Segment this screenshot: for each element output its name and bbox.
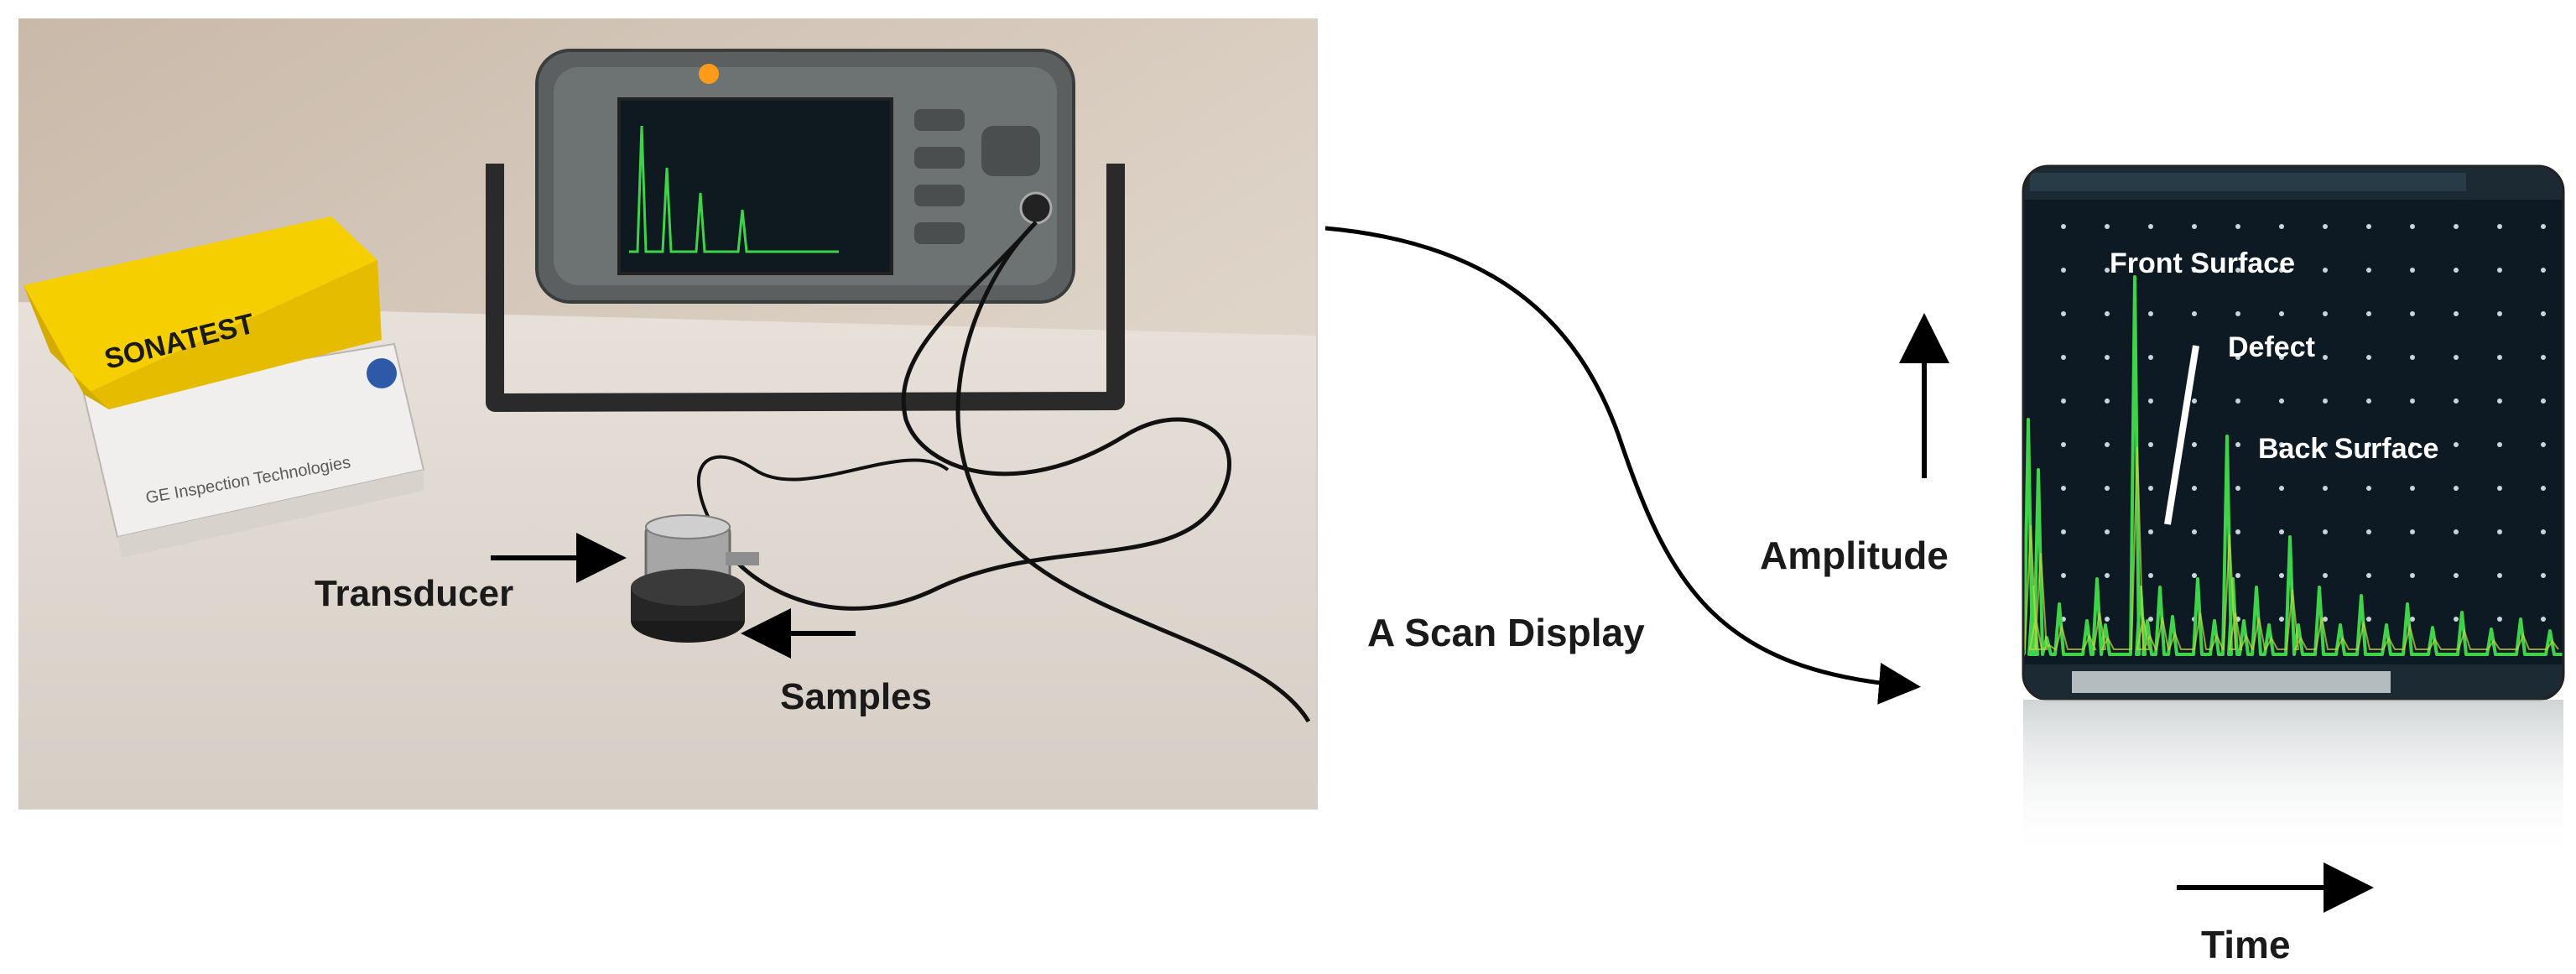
a-scan-screen: Front Surface Defect Back Surface	[2023, 166, 2563, 700]
front-surface-label: Front Surface	[2110, 247, 2295, 279]
a-scan-signal-trace	[2023, 275, 2563, 656]
instrument-screen	[617, 97, 893, 275]
a-scan-signal-echo	[2024, 446, 2559, 650]
defect-marker-line	[2164, 345, 2199, 525]
instrument-screen-trace	[629, 125, 839, 253]
power-led-icon	[699, 64, 719, 84]
screen-reflection	[2023, 700, 2563, 859]
equipment-photo: GE Inspection Technologies SONATEST	[18, 18, 1318, 810]
a-scan-display-label: A Scan Display	[1367, 611, 1645, 654]
amplitude-label: Amplitude	[1760, 534, 1949, 577]
time-label: Time	[2201, 923, 2291, 966]
test-sample	[631, 569, 745, 643]
probe-cable	[728, 221, 1231, 611]
instrument-buttons	[914, 109, 1040, 244]
samples-label: Samples	[780, 676, 932, 717]
flaw-detector	[486, 49, 1125, 412]
sonatest-box: SONATEST	[23, 216, 382, 409]
grid-dots	[2061, 224, 2546, 622]
defect-label: Defect	[2228, 331, 2315, 363]
probe-connector-icon	[1019, 191, 1053, 225]
back-surface-label: Back Surface	[2258, 433, 2438, 465]
transducer-label: Transducer	[315, 573, 513, 614]
display-connector-arrow	[1324, 226, 1921, 705]
ge-logo-icon	[367, 358, 397, 388]
